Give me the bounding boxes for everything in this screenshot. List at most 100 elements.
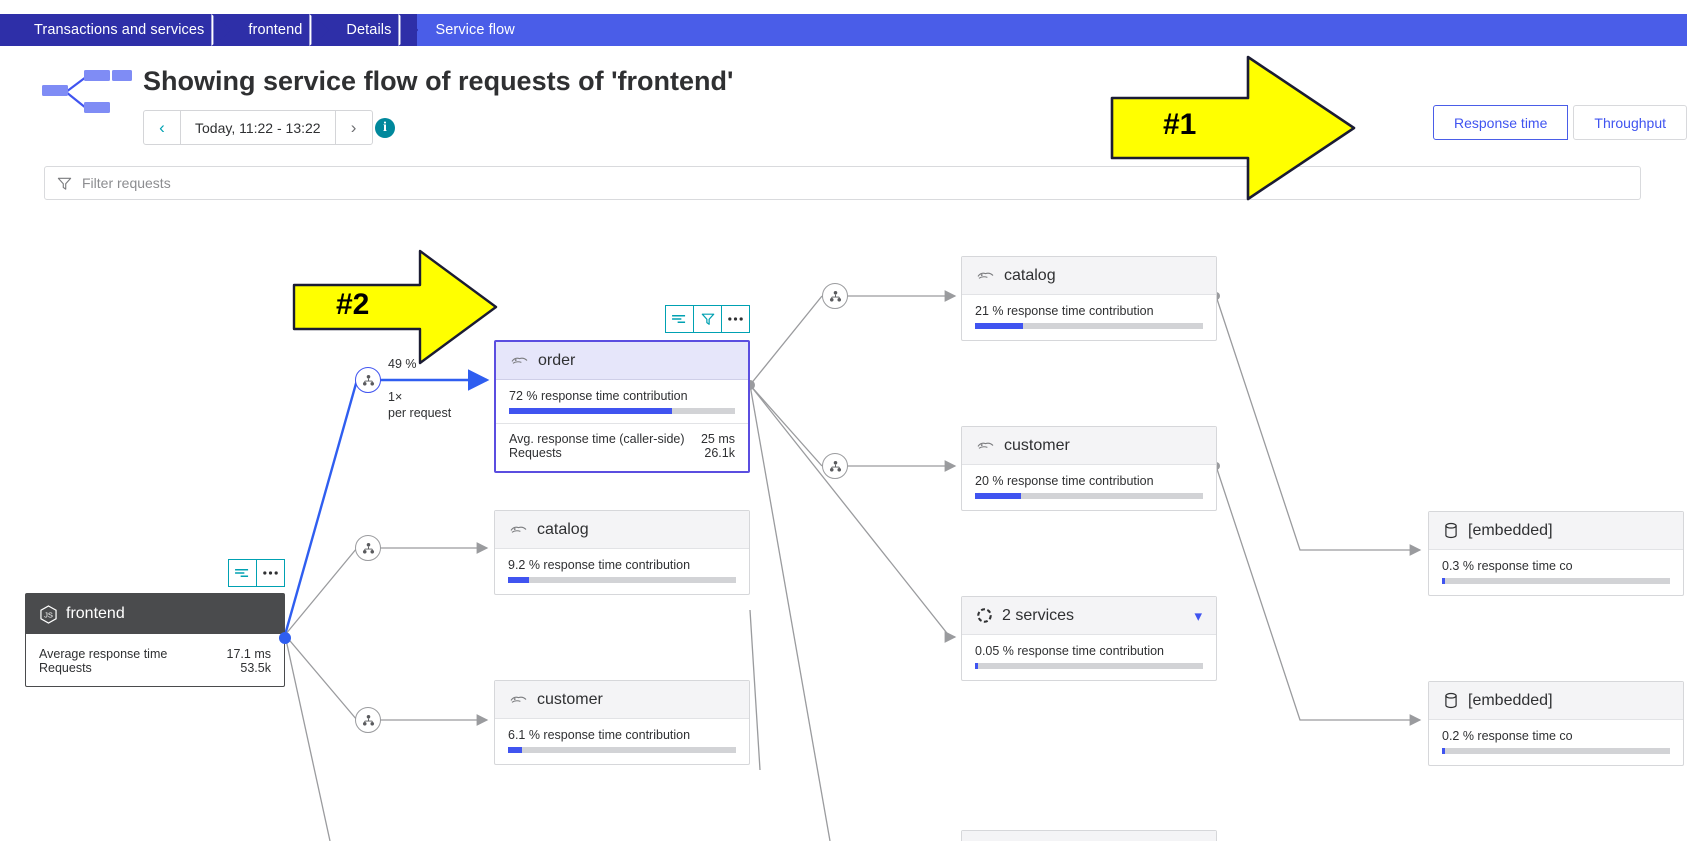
- analyze-glyph: [235, 568, 249, 577]
- timeframe-value[interactable]: Today, 11:22 - 13:22: [180, 111, 336, 144]
- analyze-icon[interactable]: [665, 305, 694, 333]
- timeframe-picker[interactable]: ‹ Today, 11:22 - 13:22 ›: [143, 110, 373, 145]
- metric-label: Requests: [39, 661, 92, 675]
- nodejs-icon: JS: [40, 604, 57, 624]
- node-header: [embedded]: [1429, 512, 1683, 550]
- metric-label: Avg. response time (caller-side): [509, 432, 685, 446]
- breadcrumb-item-service-flow[interactable]: Service flow: [417, 14, 1687, 46]
- contribution-bar: [509, 408, 735, 414]
- frontend-node-toolbar: [228, 559, 285, 587]
- node-body: 20 % response time contribution: [962, 465, 1216, 510]
- more-icon[interactable]: [256, 559, 285, 587]
- contribution-label: 9.2 % response time contribution: [508, 558, 691, 572]
- group-services-icon: [977, 608, 992, 623]
- contribution-label: 6.1 % response time contribution: [508, 728, 691, 742]
- filter-icon[interactable]: [693, 305, 722, 333]
- node-title: [embedded]: [1468, 691, 1553, 709]
- timeframe-next-button[interactable]: ›: [350, 117, 357, 137]
- table-row: Requests 26.1k: [509, 446, 735, 460]
- nodes-group-icon: [829, 290, 841, 302]
- breadcrumb-label: Transactions and services: [34, 22, 205, 38]
- node-title: catalog: [537, 520, 589, 538]
- analyze-glyph: [672, 314, 686, 323]
- node-body: 0.2 % response time co: [1429, 720, 1683, 765]
- contribution-bar: [1442, 748, 1670, 754]
- node-header[interactable]: 2 services ▾: [962, 597, 1216, 635]
- node-customer-mid[interactable]: customer 6.1 % response time contributio…: [494, 680, 750, 765]
- service-group-icon[interactable]: [355, 367, 381, 393]
- node-body: 72 % response time contribution Avg. res…: [496, 380, 748, 471]
- node-title: order: [538, 351, 576, 369]
- more-icon[interactable]: [721, 305, 750, 333]
- analyze-icon[interactable]: [228, 559, 257, 587]
- breadcrumb-item-details[interactable]: Details: [328, 14, 418, 46]
- node-embedded-bottom[interactable]: [embedded] 0.2 % response time co: [1428, 681, 1684, 766]
- node-catalog-right[interactable]: catalog 21 % response time contribution: [961, 256, 1217, 341]
- node-catalog-mid[interactable]: catalog 9.2 % response time contribution: [494, 510, 750, 595]
- breadcrumb: Transactions and services frontend Detai…: [0, 14, 1687, 46]
- node-order[interactable]: order 72 % response time contribution Av…: [494, 340, 750, 473]
- node-header: [962, 831, 1216, 841]
- timeframe-prev-button[interactable]: ‹: [159, 117, 165, 137]
- node-header: catalog: [962, 257, 1216, 295]
- node-partial-bottom[interactable]: [961, 830, 1217, 841]
- node-header: JS frontend: [26, 594, 284, 634]
- more-glyph: [728, 317, 743, 321]
- node-frontend[interactable]: JS frontend Average response time 17.1 m…: [25, 593, 285, 687]
- filter-glyph: [701, 313, 714, 325]
- node-body: 9.2 % response time contribution: [495, 549, 749, 594]
- breadcrumb-label: frontend: [248, 22, 303, 38]
- contribution-bar-fill: [508, 577, 529, 583]
- node-title: 2 services: [1002, 606, 1075, 624]
- tomcat-icon: [977, 442, 994, 449]
- callout-arrow-1: [1110, 55, 1356, 201]
- contribution-bar-fill: [509, 408, 672, 414]
- service-group-icon[interactable]: [355, 535, 381, 561]
- edge-label-percent: 49 %: [388, 357, 417, 371]
- filter-icon: [57, 177, 72, 190]
- metric-value: 17.1 ms: [226, 647, 271, 661]
- service-group-icon[interactable]: [355, 707, 381, 733]
- frontend-out-port: [279, 632, 291, 644]
- breadcrumb-item-transactions[interactable]: Transactions and services: [0, 14, 231, 46]
- service-group-icon[interactable]: [822, 453, 848, 479]
- contribution-label: 0.2 % response time co: [1442, 729, 1573, 743]
- chevron-down-icon[interactable]: ▾: [1194, 607, 1202, 625]
- info-icon[interactable]: i: [375, 118, 395, 138]
- contribution-bar-fill: [975, 663, 979, 669]
- table-row: Requests 53.5k: [39, 661, 271, 675]
- callout-2: #2: [290, 247, 500, 367]
- contribution-label: 20 % response time contribution: [975, 474, 1154, 488]
- contribution-label: 0.05 % response time contribution: [975, 644, 1164, 658]
- node-body: 0.05 % response time contribution: [962, 635, 1216, 680]
- order-node-toolbar: [665, 305, 750, 333]
- metric-value: 53.5k: [240, 661, 271, 675]
- node-body: Average response time 17.1 ms Requests 5…: [26, 634, 284, 686]
- edge-label-per-request: per request: [388, 406, 452, 420]
- database-icon: [1445, 522, 1457, 539]
- breadcrumb-label: Service flow: [435, 22, 515, 38]
- node-two-services[interactable]: 2 services ▾ 0.05 % response time contri…: [961, 596, 1217, 681]
- callout-label-1: #1: [1163, 108, 1197, 141]
- tomcat-icon: [510, 696, 527, 703]
- contribution-bar: [508, 577, 736, 583]
- tab-throughput[interactable]: Throughput: [1573, 105, 1687, 140]
- node-customer-right[interactable]: customer 20 % response time contribution: [961, 426, 1217, 511]
- service-group-icon[interactable]: [822, 283, 848, 309]
- nodes-group-icon: [362, 542, 374, 554]
- callout-arrow-2: [292, 249, 498, 365]
- node-embedded-top[interactable]: [embedded] 0.3 % response time co: [1428, 511, 1684, 596]
- breadcrumb-item-frontend[interactable]: frontend: [230, 14, 329, 46]
- node-title: customer: [537, 690, 603, 708]
- node-header: catalog: [495, 511, 749, 549]
- filter-requests-input[interactable]: Filter requests: [44, 166, 1641, 200]
- metrics-table: Avg. response time (caller-side) 25 ms R…: [509, 432, 735, 460]
- contribution-label: 72 % response time contribution: [509, 389, 688, 403]
- divider: [496, 423, 748, 424]
- contribution-bar: [975, 493, 1203, 499]
- service-flow-canvas[interactable]: 49 % 1× per request: [0, 210, 1687, 841]
- tab-response-time[interactable]: Response time: [1433, 105, 1569, 140]
- node-title: [embedded]: [1468, 521, 1553, 539]
- metric-label: Average response time: [39, 647, 168, 661]
- tomcat-icon: [510, 526, 527, 533]
